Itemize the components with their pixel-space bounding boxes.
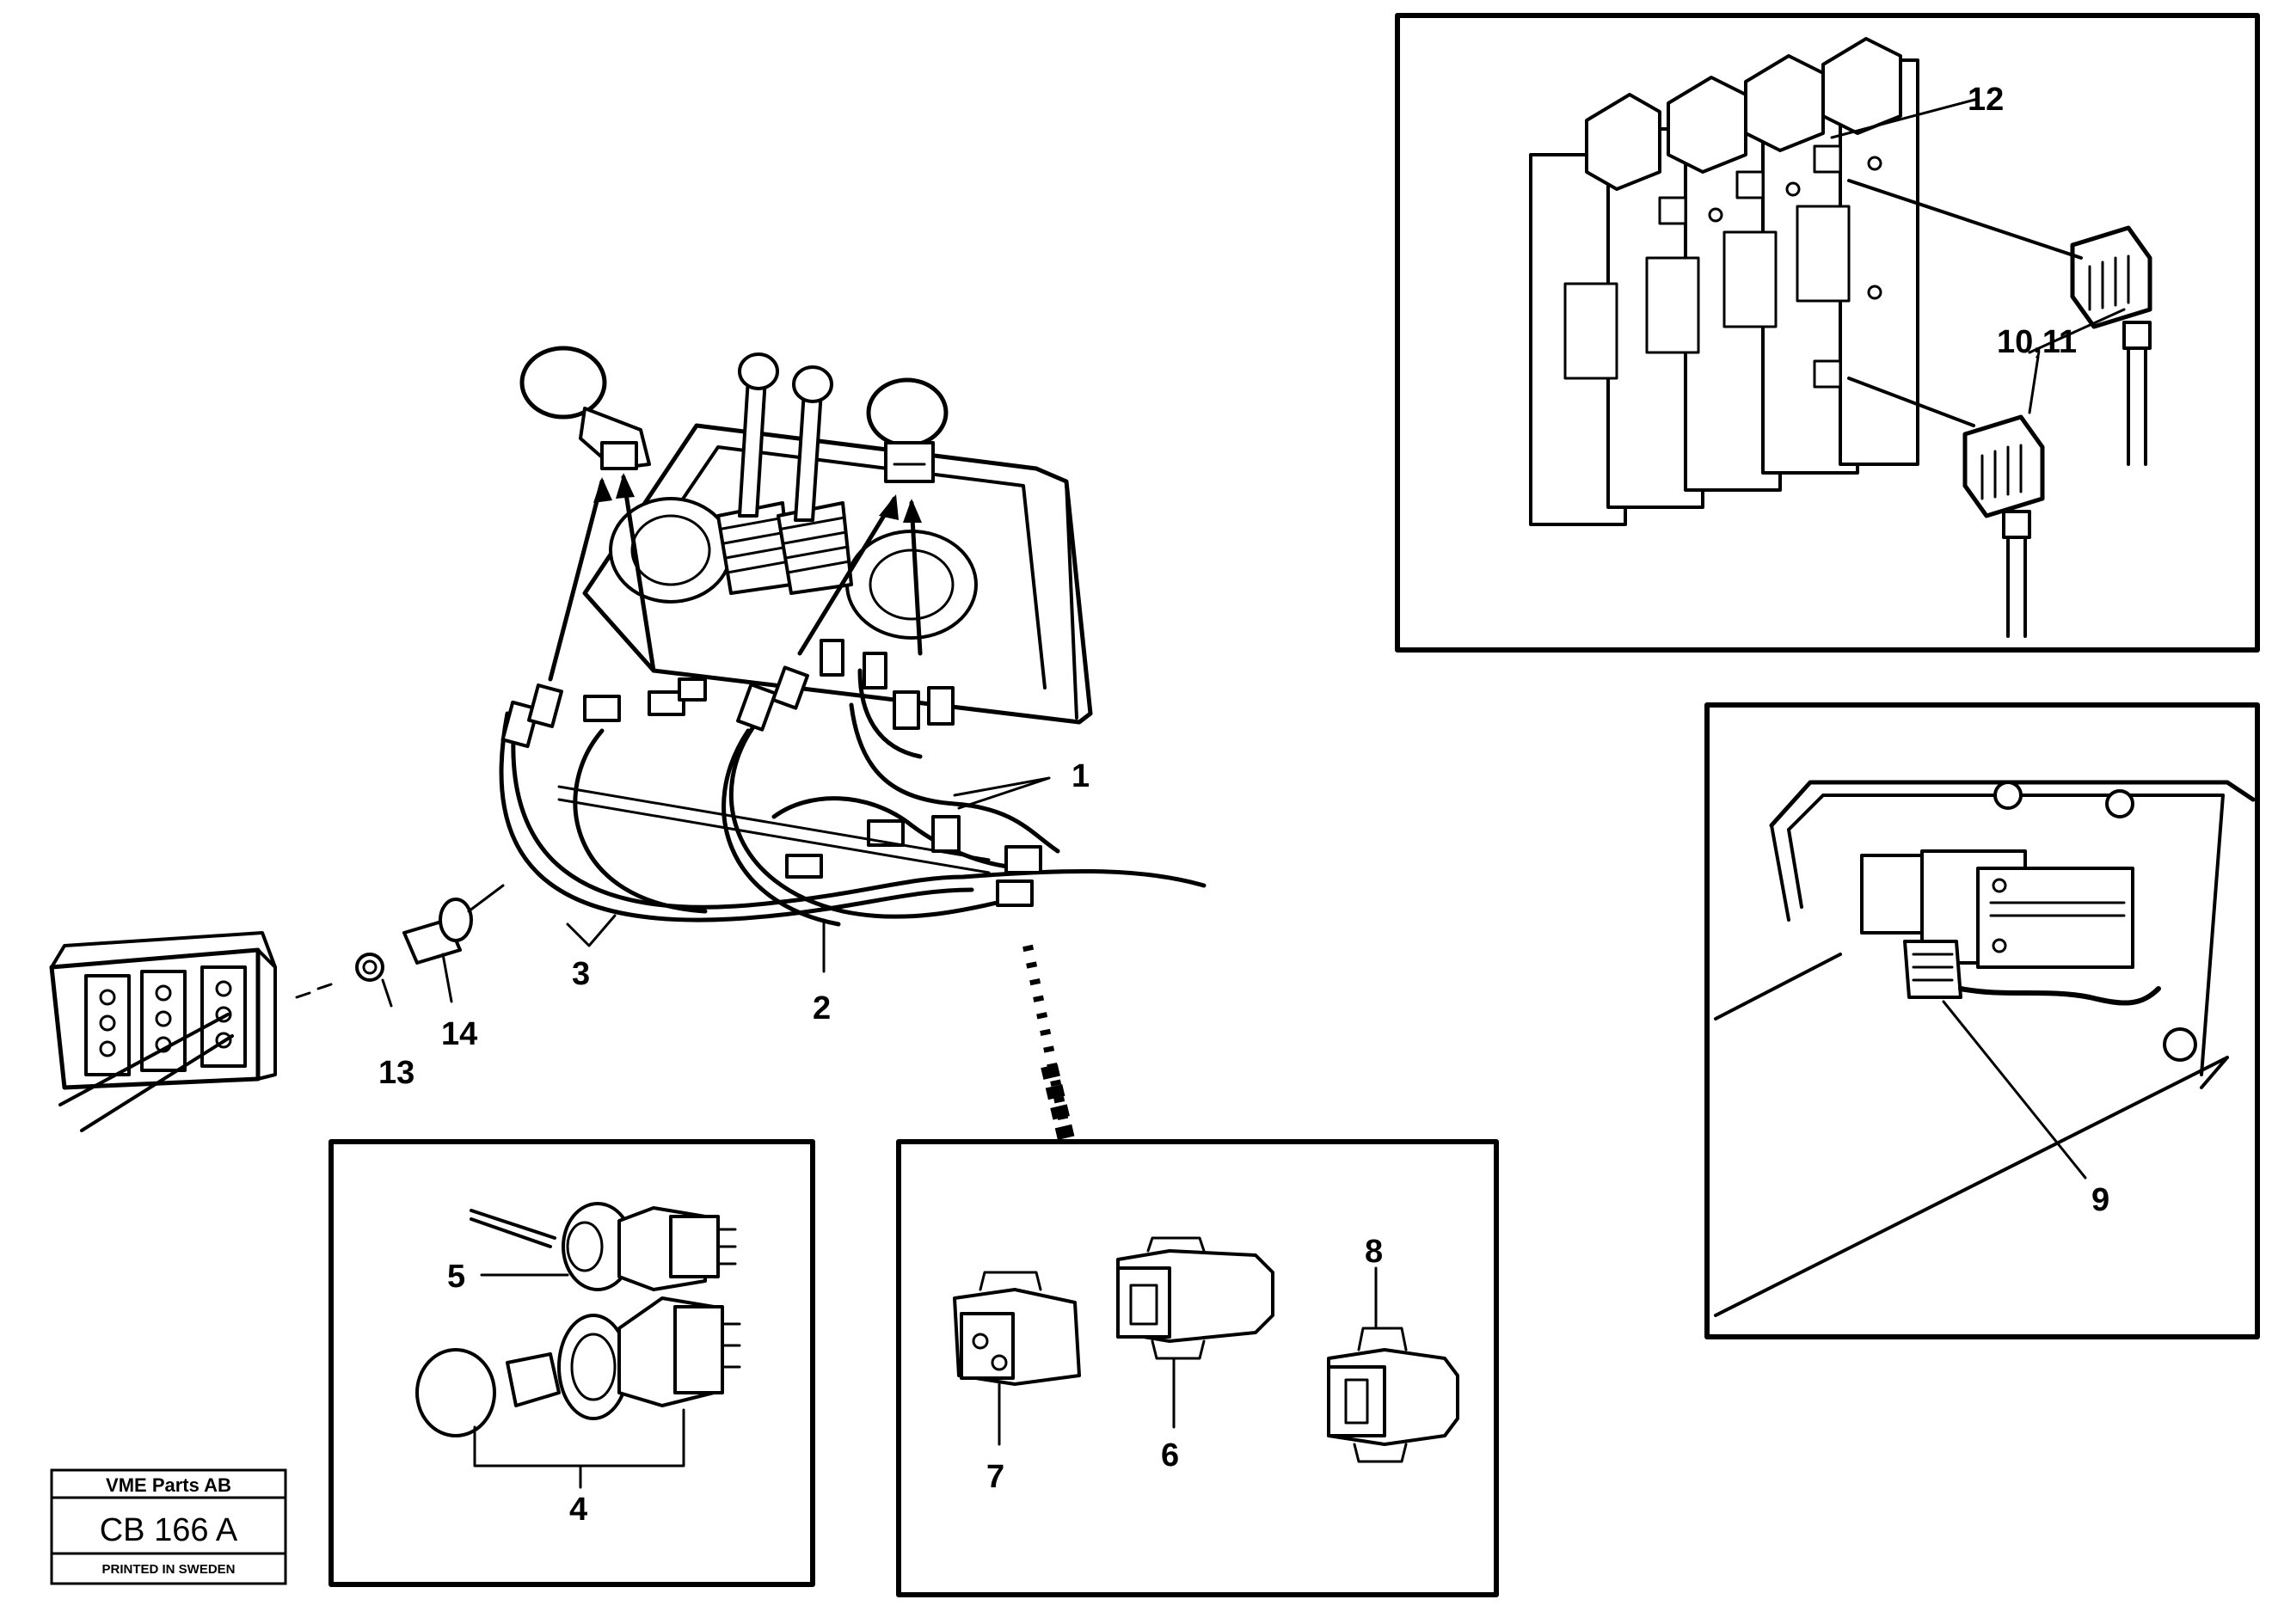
joystick [519,346,651,470]
switch-detail-box [329,1139,815,1587]
solenoid-plug [1860,849,2161,1006]
switch [415,1296,741,1437]
solenoid-detail-box [1704,702,2260,1339]
valve-block [1529,37,1919,526]
lever-bellows [716,501,853,595]
connector-detail-box [896,1139,1499,1597]
callout-5: 5 [447,1259,465,1295]
callout-3: 3 [572,956,590,992]
stamp-printed: PRINTED IN SWEDEN [101,1562,235,1577]
callout-7: 7 [986,1459,1004,1495]
parts-stamp: VME Parts AB CB 166 A PRINTED IN SWEDEN [50,1468,287,1585]
switch [470,1202,737,1291]
lever [738,352,833,522]
connector [1116,1236,1274,1360]
control-panel [519,346,1093,725]
terminal-strip [49,931,333,1132]
leader-lines [566,776,1051,973]
callout-14: 14 [441,1016,477,1052]
callout-labels: 1 2 3 4 5 6 7 8 9 10,11 12 13 14 [378,82,2109,1528]
callout-6: 6 [1161,1437,1179,1474]
callout-4: 4 [569,1492,587,1528]
stamp-code: CB 166 A [100,1512,238,1548]
callout-1: 1 [1072,758,1090,794]
connector [500,639,1042,907]
callout-9: 9 [2091,1182,2109,1218]
callout-10-11: 10,11 [1997,324,2077,360]
stamp-company: VME Parts AB [106,1474,231,1496]
wire-harness [499,639,1207,1142]
switch [355,884,505,1008]
joystick [866,377,949,483]
callout-12: 12 [1968,82,2004,118]
callout-2: 2 [813,990,831,1026]
callout-8: 8 [1365,1234,1383,1270]
solenoid-plug [1847,179,2152,638]
connector [953,1271,1081,1386]
callout-13: 13 [378,1055,414,1091]
connector [1327,1327,1459,1463]
valve-detail-box [1395,13,2260,653]
